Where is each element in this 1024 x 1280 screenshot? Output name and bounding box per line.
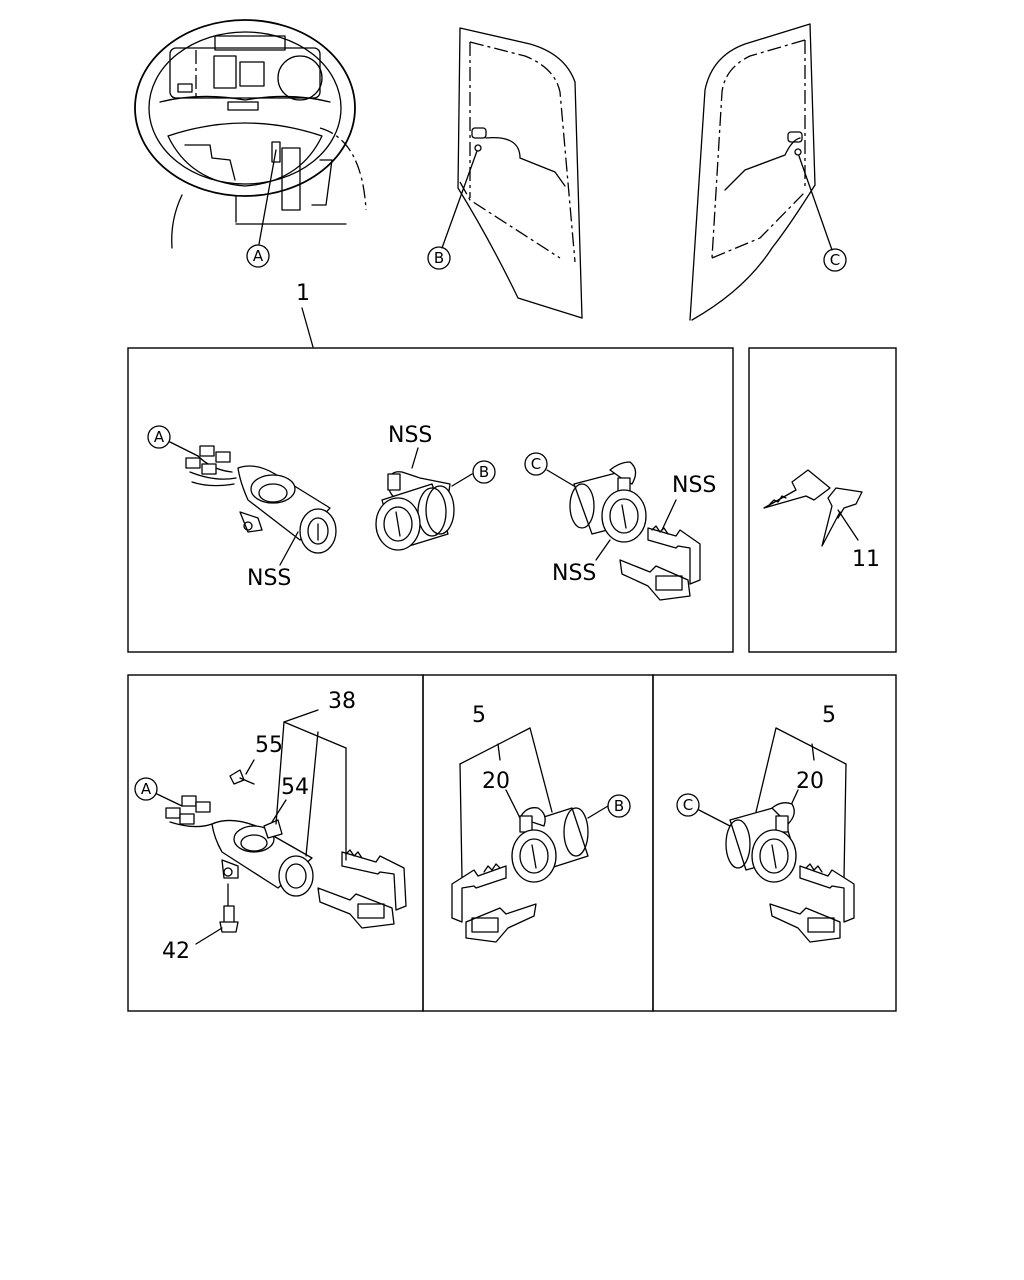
- svg-text:B: B: [434, 249, 444, 267]
- svg-text:A: A: [253, 247, 264, 265]
- callout-b-bottom: B: [607, 794, 631, 818]
- callout-c-top: C: [823, 248, 847, 272]
- svg-text:B: B: [479, 463, 489, 481]
- leader-assembly: [301, 307, 314, 348]
- svg-text:B: B: [614, 797, 624, 815]
- svg-text:A: A: [141, 780, 152, 798]
- svg-text:C: C: [531, 455, 541, 473]
- door-lock-kit-b-part: [451, 727, 609, 943]
- label-nss-door-c: NSS: [552, 561, 596, 586]
- callout-c-bottom: C: [676, 793, 700, 817]
- callout-b-top: B: [427, 246, 451, 270]
- panel-door-lock-c: [652, 674, 897, 1012]
- door-cylinder-c-part: C: [524, 452, 701, 601]
- label-lock-cylinder-b: 20: [482, 769, 510, 794]
- left-door-view: [441, 27, 583, 319]
- label-door-lock-kit-c: 5: [822, 703, 836, 728]
- key-blank-part: [763, 469, 863, 547]
- label-nss-ignition: NSS: [247, 566, 291, 591]
- label-door-lock-kit-b: 5: [472, 703, 486, 728]
- panel-lock-set: [127, 347, 734, 653]
- label-nss-door-c-key: NSS: [672, 473, 716, 498]
- label-ignition-kit: 38: [328, 689, 356, 714]
- svg-text:A: A: [154, 428, 165, 446]
- label-key-blank: 11: [852, 547, 880, 572]
- label-assembly: 1: [296, 281, 310, 306]
- door-cylinder-b-part: [375, 447, 473, 551]
- ignition-kit-part: A: [134, 709, 407, 945]
- svg-text:C: C: [830, 251, 840, 269]
- label-screw: 55: [255, 733, 283, 758]
- svg-text:C: C: [683, 796, 693, 814]
- label-lock-cylinder-c: 20: [796, 769, 824, 794]
- callout-b-middle: B: [472, 460, 496, 484]
- label-bolt: 42: [162, 939, 190, 964]
- right-door-view: [689, 23, 833, 321]
- callout-a-top: A: [246, 244, 270, 268]
- label-bracket: 54: [281, 775, 309, 800]
- ignition-switch-part: A: [147, 425, 337, 566]
- panel-key-blank: [748, 347, 897, 653]
- label-nss-door-b: NSS: [388, 423, 432, 448]
- door-lock-kit-c-part: [698, 727, 855, 943]
- steering-wheel-view: [134, 19, 367, 249]
